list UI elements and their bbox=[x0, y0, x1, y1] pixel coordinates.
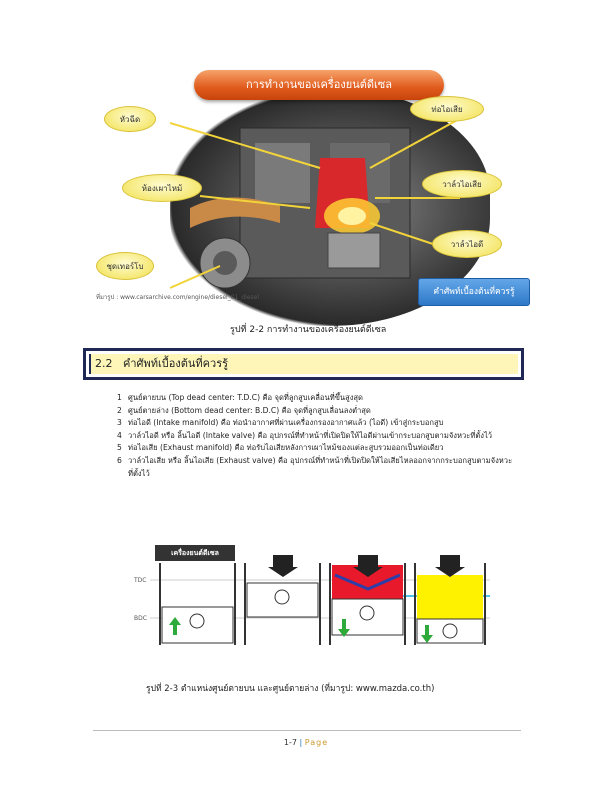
list-item: 3 ท่อไอดี (Intake manifold) คือ ท่อนำอาก… bbox=[117, 417, 517, 430]
footer-divider bbox=[93, 730, 521, 731]
cylinder-power bbox=[329, 555, 406, 645]
label-intake-valve: วาล์วไอดี bbox=[432, 230, 502, 258]
engine-figure: การทำงานของเครื่องยนต์ดีเซล หัวฉีด ห้องเ… bbox=[92, 60, 532, 326]
list-number: 3 bbox=[117, 418, 122, 428]
engine-illustration bbox=[170, 112, 471, 289]
list-text: ศูนย์ตายบน (Top dead center: T.D.C) คือ … bbox=[128, 393, 363, 402]
page-number: 1-7 bbox=[283, 738, 297, 747]
list-text: ท่อไอเสีย (Exhaust manifold) คือ ท่อรับไ… bbox=[128, 443, 444, 453]
tdc-bdc-figure: เครื่องยนต์ดีเซล TDC BDC bbox=[130, 545, 490, 655]
list-item: 2 ศูนย์ตายล่าง (Bottom dead center: B.D.… bbox=[117, 405, 517, 418]
label-combustion-chamber: ห้องเผาไหม้ bbox=[122, 174, 202, 202]
bdc-label: BDC bbox=[134, 615, 147, 622]
list-item: 4 วาล์วไอดี หรือ ลิ้นไอดี (Intake valve)… bbox=[117, 430, 517, 443]
footer-separator: | bbox=[299, 738, 303, 747]
list-number: 5 bbox=[117, 443, 122, 453]
figure-caption-2-2: รูปที่ 2-2 การทำงานของเครื่องยนต์ดีเซล bbox=[230, 325, 387, 335]
list-item: 5 ท่อไอเสีย (Exhaust manifold) คือ ท่อรั… bbox=[117, 442, 517, 455]
list-text: ศูนย์ตายล่าง (Bottom dead center: B.D.C)… bbox=[128, 405, 371, 415]
section-title: คำศัพท์เบื้องต้นที่ควรรู้ bbox=[123, 357, 229, 370]
label-exhaust-valve: วาล์วไอเสีย bbox=[422, 170, 502, 198]
list-item: 1 ศูนย์ตายบน (Top dead center: T.D.C) คื… bbox=[117, 392, 517, 405]
section-heading-text: 2.2 คำศัพท์เบื้องต้นที่ควรรู้ bbox=[89, 354, 518, 374]
list-number: 1 bbox=[117, 393, 122, 402]
diesel-engine-label: เครื่องยนต์ดีเซล bbox=[155, 545, 235, 561]
list-text: วาล์วไอเสีย หรือ ลิ้นไอเสีย (Exhaust val… bbox=[128, 455, 513, 478]
label-injector: หัวฉีด bbox=[104, 106, 156, 132]
list-number: 6 bbox=[117, 455, 122, 465]
figure-source: ที่มารูป : www.carsarchive.com/engine/di… bbox=[96, 294, 259, 301]
list-text: ท่อไอดี (Intake manifold) คือ ท่อนำอากาศ… bbox=[128, 418, 444, 428]
cylinder-compression bbox=[244, 555, 321, 645]
cylinder-intake bbox=[159, 563, 236, 645]
page-footer: 1-7 | Page bbox=[0, 738, 612, 747]
section-number: 2.2 bbox=[95, 357, 113, 370]
list-item: 6 วาล์วไอเสีย หรือ ลิ้นไอเสีย (Exhaust v… bbox=[117, 455, 517, 480]
page-label: Page bbox=[304, 738, 329, 747]
list-number: 4 bbox=[117, 430, 122, 440]
section-heading: 2.2 คำศัพท์เบื้องต้นที่ควรรู้ bbox=[83, 348, 524, 380]
list-text: วาล์วไอดี หรือ ลิ้นไอดี (Intake valve) ค… bbox=[128, 430, 493, 440]
tdc-label: TDC bbox=[134, 577, 147, 584]
figure-banner: การทำงานของเครื่องยนต์ดีเซล bbox=[194, 70, 444, 100]
terms-list: 1 ศูนย์ตายบน (Top dead center: T.D.C) คื… bbox=[117, 392, 517, 480]
figure-caption-2-3: รูปที่ 2-3 ตำแหน่งศูนย์ตายบน และศูนย์ตาย… bbox=[146, 684, 435, 694]
terms-link-button[interactable]: คำศัพท์เบื้องต้นที่ควรรู้ bbox=[418, 278, 530, 306]
label-turbo: ชุดเทอร์โบ bbox=[96, 252, 154, 280]
list-number: 2 bbox=[117, 405, 122, 415]
cylinder-exhaust bbox=[414, 555, 486, 645]
label-exhaust-pipe: ท่อไอเสีย bbox=[410, 96, 484, 122]
piston-diagram bbox=[150, 555, 490, 645]
